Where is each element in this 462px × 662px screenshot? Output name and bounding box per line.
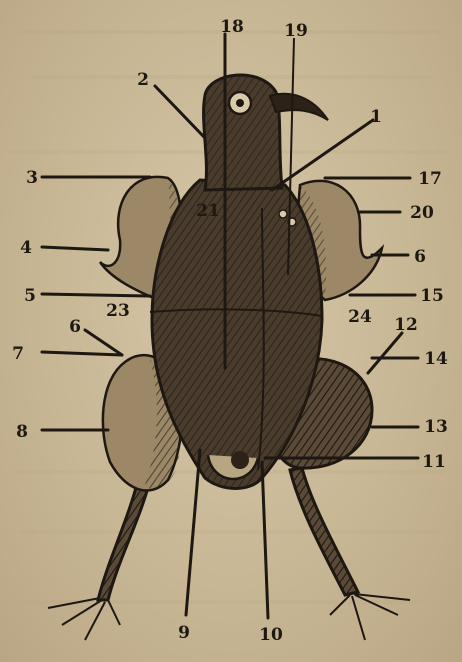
- label-14: 14: [424, 349, 448, 369]
- label-20: 20: [410, 203, 434, 223]
- label-4: 4: [20, 238, 32, 258]
- label-18: 18: [220, 17, 244, 37]
- label-1: 1: [370, 107, 382, 127]
- right-leg: [290, 468, 410, 640]
- left-leg: [48, 480, 150, 640]
- label-24: 24: [348, 307, 372, 327]
- label-17: 17: [418, 169, 442, 189]
- label-6-right: 6: [414, 247, 426, 267]
- label-6-left: 6: [69, 317, 81, 337]
- label-23: 23: [106, 301, 130, 321]
- label-2: 2: [137, 70, 149, 90]
- label-15: 15: [420, 286, 444, 306]
- label-13: 13: [424, 417, 448, 437]
- label-5: 5: [24, 286, 36, 306]
- label-19: 19: [284, 21, 308, 41]
- label-9: 9: [178, 623, 190, 643]
- label-11: 11: [422, 452, 446, 472]
- label-12: 12: [394, 315, 418, 335]
- label-8: 8: [16, 422, 28, 442]
- label-3: 3: [26, 168, 38, 188]
- label-7: 7: [12, 344, 24, 364]
- label-21: 21: [196, 201, 220, 221]
- label-10: 10: [259, 625, 283, 645]
